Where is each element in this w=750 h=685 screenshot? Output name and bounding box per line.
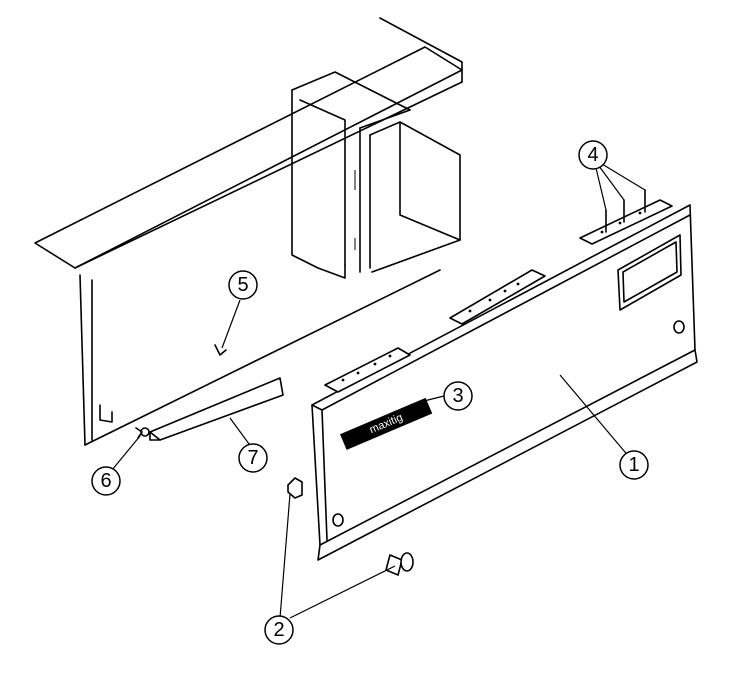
callout-2: 2 <box>264 615 294 645</box>
leader-lines <box>111 163 646 619</box>
callout-3: 3 <box>443 381 473 411</box>
cabinet-frame <box>34 17 463 446</box>
front-panel-part-1 <box>287 189 698 576</box>
callout-label: 3 <box>452 385 463 407</box>
callout-4: 4 <box>578 140 608 170</box>
callout-label: 7 <box>247 447 258 469</box>
callout-label: 2 <box>273 619 284 641</box>
logo-plate-part-3: maxitig <box>339 397 433 450</box>
callout-7: 7 <box>238 443 268 473</box>
callout-label: 6 <box>100 470 111 492</box>
callout-5: 5 <box>228 270 258 300</box>
rod-part-7 <box>135 377 284 441</box>
callout-6: 6 <box>91 466 121 496</box>
callout-1: 1 <box>619 450 649 480</box>
callout-label: 5 <box>237 274 248 296</box>
callout-label: 4 <box>587 144 598 166</box>
callout-label: 1 <box>628 454 639 476</box>
